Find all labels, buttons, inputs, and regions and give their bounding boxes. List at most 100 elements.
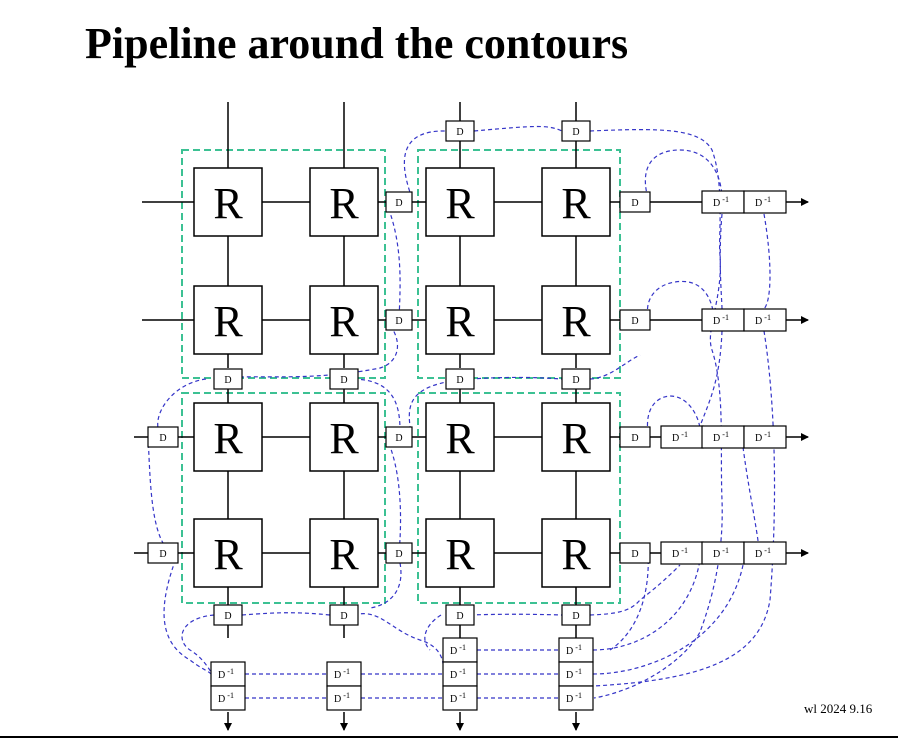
slide-footer: wl 2024 9.16 xyxy=(804,701,873,716)
delay-label: D xyxy=(159,549,166,560)
feedback-path xyxy=(593,330,776,687)
delay-box xyxy=(445,368,475,390)
router-label: R xyxy=(445,530,475,579)
delay-label: D xyxy=(340,375,347,386)
delay-box xyxy=(385,309,413,331)
pipeline-contour xyxy=(181,392,386,604)
delay-box xyxy=(213,604,243,626)
router-box xyxy=(193,402,263,472)
delay-label: D xyxy=(159,433,166,444)
router-box xyxy=(193,285,263,355)
feedback-path xyxy=(353,613,445,675)
delay-label: D xyxy=(631,549,638,560)
router-box xyxy=(309,167,379,237)
delay-box xyxy=(385,542,413,564)
delay-box xyxy=(619,426,651,448)
inverse-delay-box xyxy=(326,661,362,687)
delay-label: D xyxy=(395,549,402,560)
inverse-delay-box xyxy=(558,661,594,687)
feedback-path-group xyxy=(147,125,776,699)
pipeline-contour xyxy=(417,392,621,604)
router-box xyxy=(309,518,379,588)
feedback-path xyxy=(241,612,331,616)
delay-label: D xyxy=(572,127,579,138)
delay-box xyxy=(445,120,475,142)
router-label: R xyxy=(445,179,475,228)
delay-box xyxy=(147,542,179,564)
delay-box xyxy=(561,368,591,390)
feedback-path xyxy=(609,552,649,651)
feedback-path xyxy=(592,559,701,651)
delay-box xyxy=(561,604,591,626)
delay-label: D xyxy=(224,375,231,386)
inverse-delay-box xyxy=(743,541,787,565)
delay-box xyxy=(213,368,243,390)
feedback-path xyxy=(644,149,723,201)
router-label: R xyxy=(445,297,475,346)
router-label: R xyxy=(561,530,591,579)
inverse-delay-box xyxy=(210,685,246,711)
feedback-path xyxy=(742,446,761,565)
router-label: R xyxy=(213,414,243,463)
router-box xyxy=(425,402,495,472)
delay-label: D xyxy=(631,316,638,327)
pipeline-contour xyxy=(417,149,621,379)
delay-label: D xyxy=(572,611,579,622)
delay-box xyxy=(385,426,413,448)
router-label: R xyxy=(213,530,243,579)
delay-label: D xyxy=(224,611,231,622)
delay-label: D xyxy=(395,433,402,444)
inverse-delay-box xyxy=(743,190,787,214)
wire-group xyxy=(134,102,809,731)
pipeline-contour xyxy=(181,149,386,379)
delay-label: D xyxy=(456,611,463,622)
feedback-path xyxy=(403,130,447,199)
router-label: R xyxy=(329,179,359,228)
delay-label: D xyxy=(631,198,638,209)
feedback-path xyxy=(699,330,723,427)
router-label: R xyxy=(329,297,359,346)
feedback-path xyxy=(473,125,563,132)
feedback-path xyxy=(719,213,723,310)
inverse-delay-box xyxy=(442,685,478,711)
router-box xyxy=(541,402,611,472)
router-box xyxy=(425,518,495,588)
router-box xyxy=(309,402,379,472)
router-label: R xyxy=(329,414,359,463)
router-box xyxy=(309,285,379,355)
delay-box xyxy=(329,604,359,626)
delay-box xyxy=(619,542,651,564)
feedback-path xyxy=(763,213,771,310)
router-label: R xyxy=(213,297,243,346)
router-label: R xyxy=(561,179,591,228)
router-box xyxy=(541,167,611,237)
feedback-path xyxy=(646,280,715,319)
feedback-path xyxy=(181,614,215,673)
feedback-path xyxy=(385,201,401,321)
router-box xyxy=(193,167,263,237)
feedback-path xyxy=(592,559,745,675)
contour-group xyxy=(181,149,621,604)
router-label: R xyxy=(445,414,475,463)
delay-label: D xyxy=(572,375,579,386)
delay-box xyxy=(619,191,651,213)
inverse-delay-box xyxy=(743,425,787,449)
router-box xyxy=(425,285,495,355)
feedback-path xyxy=(369,562,402,609)
delay-label: D xyxy=(631,433,638,444)
feedback-path xyxy=(469,376,563,380)
router-box xyxy=(425,167,495,237)
delay-label: D xyxy=(456,375,463,386)
router-box xyxy=(193,518,263,588)
delay-box xyxy=(329,368,359,390)
inverse-delay-box xyxy=(442,637,478,663)
feedback-path xyxy=(239,319,399,378)
inverse-delay-box xyxy=(743,308,787,332)
feedback-path xyxy=(353,378,401,431)
delay-box xyxy=(561,120,591,142)
feedback-path xyxy=(589,129,723,699)
feedback-path xyxy=(163,552,212,675)
delay-box xyxy=(619,309,651,331)
